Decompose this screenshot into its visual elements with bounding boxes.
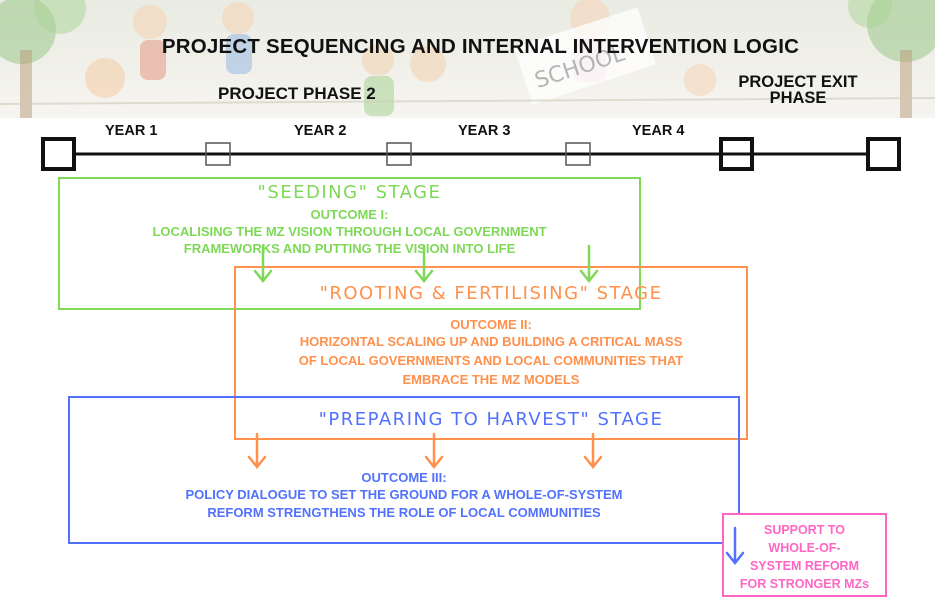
harvest-outcome-line1: POLICY DIALOGUE TO SET THE GROUND FOR A … xyxy=(185,487,623,502)
timeline-end-marker xyxy=(866,137,901,171)
harvest-stage-box xyxy=(68,396,740,544)
timeline-exit-marker xyxy=(719,137,754,171)
timeline-year-marker xyxy=(386,142,412,166)
rooting-stage-box xyxy=(234,266,748,440)
orange-down-arrow xyxy=(583,432,603,470)
support-line2: WHOLE-OF- xyxy=(768,541,841,555)
header-banner: SCHOOL xyxy=(0,0,935,118)
green-down-arrow xyxy=(253,244,273,284)
harvest-stage-title: "PREPARING TO HARVEST" STAGE xyxy=(318,409,664,430)
rooting-outcome-line1: HORIZONTAL SCALING UP AND BUILDING A CRI… xyxy=(299,334,683,349)
seeding-stage-box xyxy=(58,177,641,310)
rooting-outcome-line3: EMBRACE THE MZ MODELS xyxy=(402,372,580,387)
timeline xyxy=(41,137,901,171)
rooting-outcome-label: OUTCOME II: xyxy=(450,317,532,332)
rooting-stage-title: "ROOTING & FERTILISING" STAGE xyxy=(319,283,663,304)
page-title: PROJECT SEQUENCING AND INTERNAL INTERVEN… xyxy=(161,35,800,58)
exit-phase-line2: PHASE xyxy=(769,89,827,107)
support-line4: FOR STRONGER MZs xyxy=(739,577,870,591)
year-label-2: YEAR 2 xyxy=(294,123,347,139)
blue-down-arrow xyxy=(725,526,745,566)
support-reform-box xyxy=(722,513,887,597)
banner-illustration: SCHOOL xyxy=(0,0,935,118)
support-line3: SYSTEM REFORM xyxy=(749,559,860,573)
seeding-outcome-line2: FRAMEWORKS AND PUTTING THE VISION INTO L… xyxy=(183,241,516,256)
timeline-year-marker xyxy=(205,142,231,166)
harvest-outcome-label: OUTCOME III: xyxy=(361,470,447,485)
year-label-4: YEAR 4 xyxy=(632,123,685,139)
year-label-1: YEAR 1 xyxy=(105,123,158,139)
timeline-year-marker xyxy=(565,142,591,166)
orange-down-arrow xyxy=(247,432,267,470)
green-down-arrow xyxy=(414,244,434,284)
harvest-outcome-line2: REFORM STRENGTHENS THE ROLE OF LOCAL COM… xyxy=(207,505,601,520)
timeline-start-marker xyxy=(41,137,76,171)
support-line1: SUPPORT TO xyxy=(763,523,846,537)
seeding-outcome-line1: LOCALISING THE MZ VISION THROUGH LOCAL G… xyxy=(152,224,547,239)
orange-down-arrow xyxy=(424,432,444,470)
support-reform-text: SUPPORT TO WHOLE-OF- SYSTEM REFORM FOR S… xyxy=(722,521,887,593)
exit-phase-label: PROJECT EXIT PHASE xyxy=(728,73,868,107)
project-phase-label: PROJECT PHASE 2 xyxy=(218,84,376,103)
green-down-arrow xyxy=(579,244,599,284)
exit-phase-line1: PROJECT EXIT xyxy=(738,73,858,91)
seeding-outcome-label: OUTCOME I: xyxy=(310,207,389,222)
rooting-outcome-line2: OF LOCAL GOVERNMENTS AND LOCAL COMMUNITI… xyxy=(298,353,684,368)
year-label-3: YEAR 3 xyxy=(458,123,511,139)
seeding-stage-title: "SEEDING" STAGE xyxy=(257,182,442,203)
